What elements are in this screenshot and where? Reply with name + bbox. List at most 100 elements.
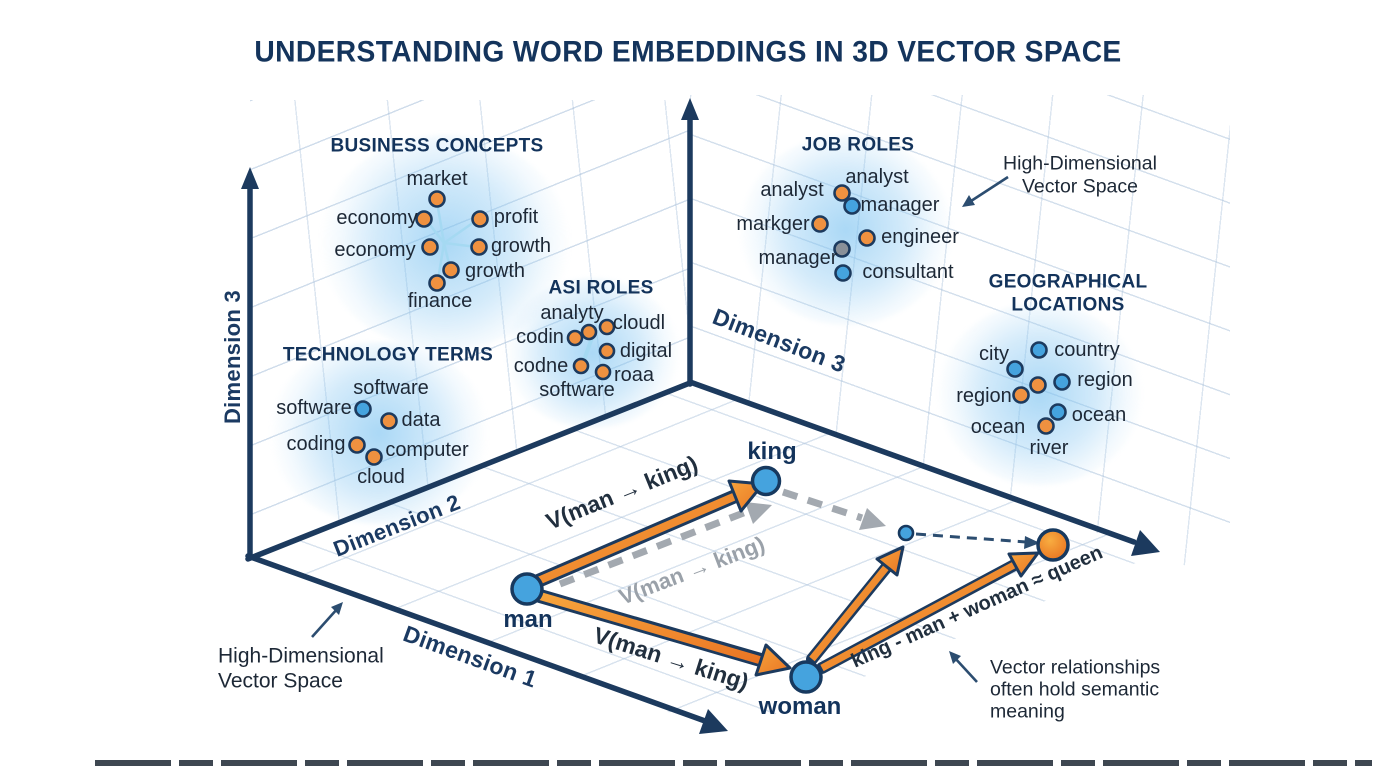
word-growth-1: growth [490, 235, 552, 257]
word-economy-2: economy [334, 239, 416, 261]
dot-consultant [834, 264, 852, 282]
dot-growth-2 [442, 261, 460, 279]
dot-ocean-1 [1049, 403, 1067, 421]
word-city: city [979, 343, 1009, 365]
annotation-semantic-line3: meaning [990, 700, 1065, 723]
word-engineer: engineer [881, 226, 959, 248]
word-software-left: software [276, 397, 352, 419]
dot-region-3 [1012, 386, 1030, 404]
ghost-vector-king-queen [781, 488, 886, 530]
word-region-1: region [1077, 369, 1133, 391]
dot-country [1030, 341, 1048, 359]
word-software-asi: software [539, 379, 615, 401]
word-dots [348, 184, 1071, 466]
word-data: data [401, 409, 441, 431]
axis-label-dimension3-left: Dimension 3 [219, 289, 245, 425]
word-profit: profit [493, 206, 539, 228]
word-markger: markger [736, 213, 810, 235]
word-cloud: cloud [357, 466, 405, 488]
annotation-semantic-line2: often hold semantic [990, 678, 1160, 701]
word-analyst-top: analyst [845, 166, 909, 188]
word-roaa: roaa [613, 364, 655, 386]
axis-depth-right-arrowhead [1131, 530, 1160, 556]
word-software-top: software [353, 377, 429, 399]
dot-market [428, 190, 446, 208]
dot-analyst [833, 184, 851, 202]
dot-finance [428, 274, 446, 292]
dashed-line-to-queen [915, 532, 1040, 549]
annotation-semantic-line1: Vector relationships [990, 656, 1161, 679]
annotation-hd-top-line2: Vector Space [1022, 175, 1138, 198]
word-ocean-1: ocean [1071, 404, 1127, 426]
word-analyty: analyty [540, 302, 604, 324]
vector-woman-to-queen [816, 551, 1040, 674]
axis-dimension1 [245, 553, 708, 724]
word-growth-2: growth [464, 260, 526, 282]
page-title: UNDERSTANDING WORD EMBEDDINGS IN 3D VECT… [254, 35, 1122, 69]
word-ocean-2: ocean [970, 416, 1026, 438]
word-economy-1: economy [336, 207, 418, 229]
dot-region-1 [1029, 376, 1047, 394]
dot-markger [811, 215, 829, 233]
axis-depth-right [687, 379, 1137, 545]
point-midpoint [897, 524, 915, 542]
dot-manager-2 [833, 240, 851, 258]
dot-computer [365, 448, 383, 466]
word-computer: computer [385, 439, 469, 461]
dot-digital [598, 342, 616, 360]
label-king: king [747, 437, 797, 465]
axis-dimension1-arrowhead [699, 709, 728, 734]
word-codne: codne [513, 355, 569, 377]
cropped-caption-strip [95, 760, 1372, 766]
pointer-hd-bottom [311, 607, 339, 638]
ghost-vector-man-king [558, 502, 772, 588]
dot-manager-1 [843, 197, 861, 215]
word-analyst-left: analyst [760, 179, 824, 201]
dot-codne [572, 357, 590, 375]
word-region-2: region [956, 385, 1012, 407]
dot-economy-1 [415, 210, 433, 228]
label-man: man [503, 605, 553, 633]
word-manager-2: manager [758, 247, 838, 269]
dot-roaa [594, 363, 612, 381]
dot-city [1006, 360, 1024, 378]
word-market: market [406, 168, 468, 190]
dot-analyty [580, 323, 598, 341]
dot-profit [471, 210, 489, 228]
dot-ocean-2 [1037, 417, 1055, 435]
word-country: country [1054, 339, 1120, 361]
word-manager-1: manager [860, 194, 940, 216]
word-consultant: consultant [862, 261, 954, 283]
dot-engineer [858, 229, 876, 247]
cluster-title-technology: TECHNOLOGY TERMS [282, 344, 494, 366]
dot-data [380, 412, 398, 430]
cluster-title-business: BUSINESS CONCEPTS [330, 135, 544, 157]
point-woman [789, 660, 823, 694]
word-codin: codin [516, 326, 564, 348]
dot-cloudl [598, 318, 616, 336]
cluster-title-geo-line2: LOCATIONS [1011, 294, 1125, 316]
cluster-title-geo-line1: GEOGRAPHICAL [988, 271, 1148, 293]
word-coding: coding [286, 433, 346, 455]
dot-codin [566, 329, 584, 347]
cluster-title-job: JOB ROLES [801, 134, 915, 156]
point-king [750, 465, 782, 497]
pointer-semantic [953, 656, 978, 683]
word-finance: finance [407, 290, 473, 312]
vector-woman-to-midpoint [806, 545, 905, 665]
point-queen [1036, 528, 1070, 562]
word-river: river [1029, 437, 1069, 459]
axis-dimension2 [245, 380, 693, 562]
dot-growth-1 [470, 238, 488, 256]
axis-dimension3-left-arrowhead [241, 167, 259, 189]
annotation-hd-top-line1: High-Dimensional [1003, 152, 1157, 175]
annotation-hd-bottom-line1: High-Dimensional [218, 644, 384, 668]
dot-economy-2 [421, 238, 439, 256]
pointer-hd-top [967, 175, 1009, 205]
point-man [510, 572, 544, 606]
word-digital: digital [619, 340, 673, 362]
dot-coding [348, 436, 366, 454]
cluster-title-asi: ASI ROLES [548, 277, 654, 299]
